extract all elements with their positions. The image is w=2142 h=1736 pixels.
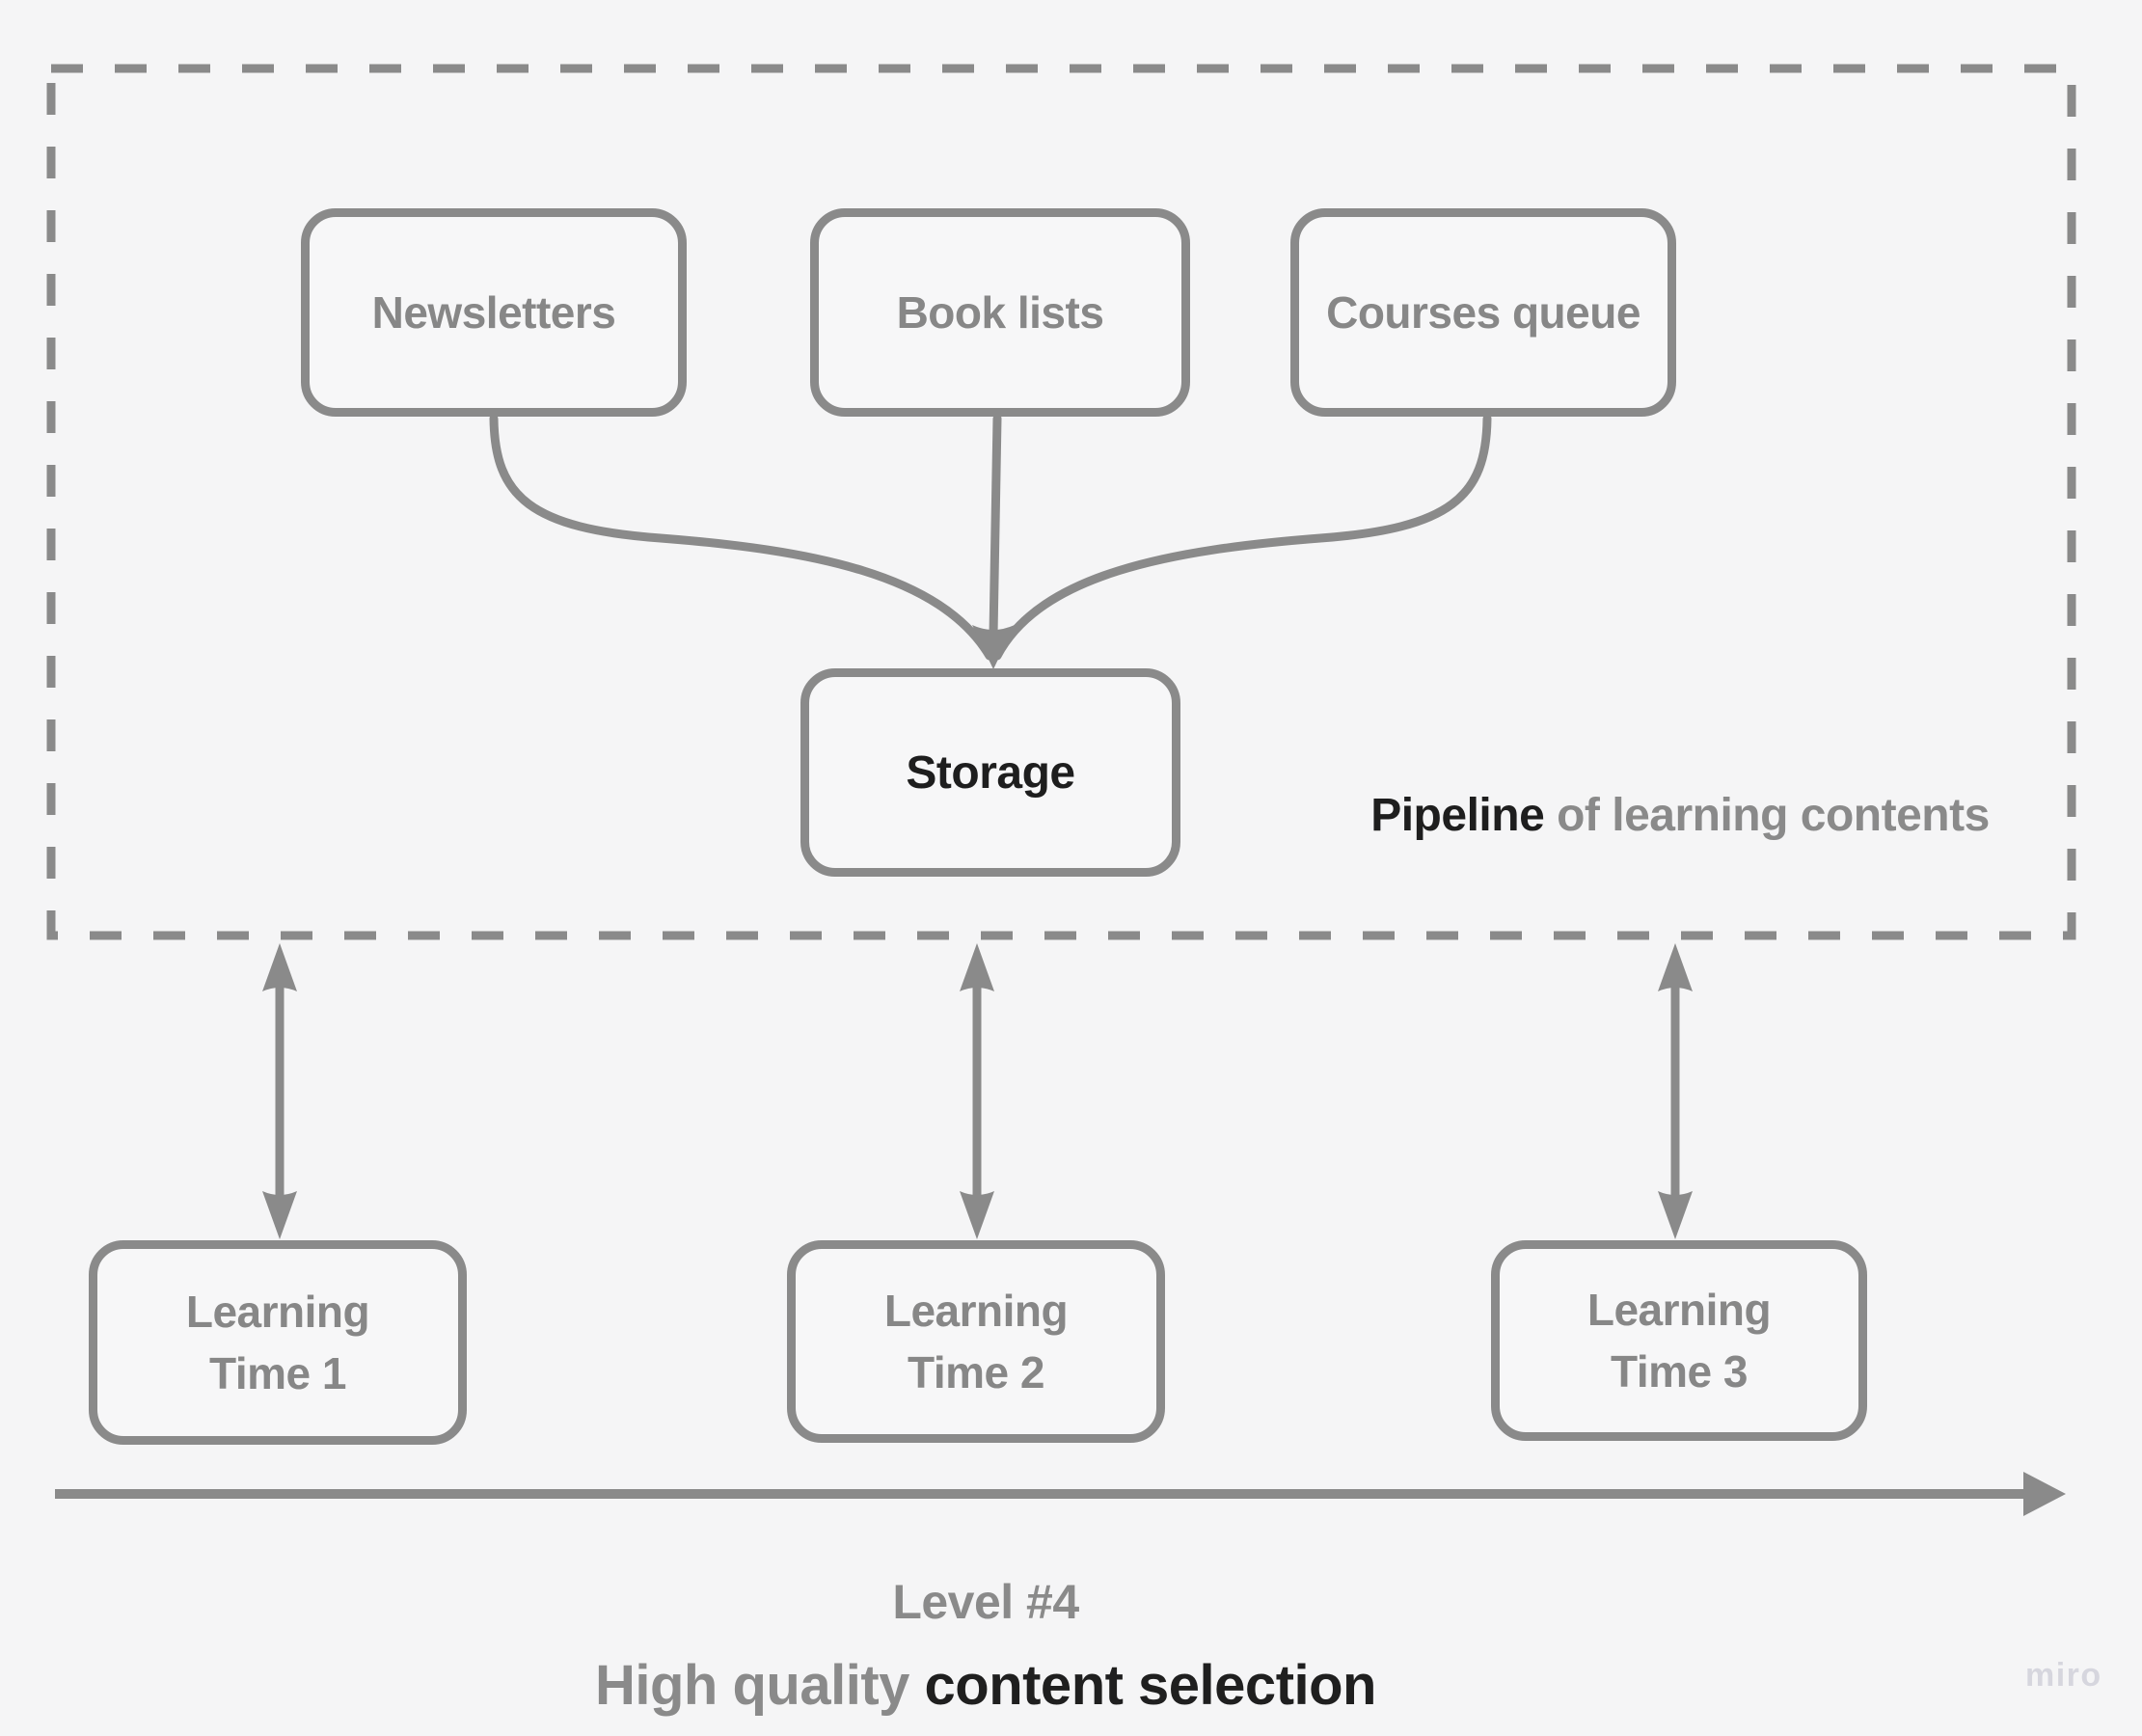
node-learning-time-2[interactable]: Learning Time 2	[787, 1240, 1165, 1443]
node-learning-time-1-label: Learning Time 1	[185, 1286, 370, 1398]
node-courses-queue[interactable]: Courses queue	[1290, 208, 1676, 417]
level-caption: Level #4 High quality content selection	[0, 1574, 1971, 1718]
node-learning-time-3-label: Learning Time 3	[1586, 1284, 1772, 1397]
pipeline-area-label: Pipeline of learning contents	[1362, 789, 1998, 842]
double-arrow-learning-time-2	[960, 943, 994, 1239]
double-arrow-learning-time-3	[1658, 943, 1693, 1239]
connector-newsletters-to-storage	[489, 414, 994, 661]
timeline-arrow	[55, 1472, 2066, 1516]
level-caption-gray-part: High quality	[595, 1654, 909, 1717]
node-storage[interactable]: Storage	[800, 668, 1180, 877]
node-book-lists[interactable]: Book lists	[810, 208, 1190, 417]
connector-coursesqueue-to-storage	[992, 414, 1492, 661]
level-caption-line2: High quality content selection	[0, 1653, 1971, 1718]
miro-watermark: miro	[2025, 1657, 2102, 1694]
node-learning-time-1[interactable]: Learning Time 1	[89, 1240, 467, 1445]
node-newsletters-label: Newsletters	[371, 287, 616, 338]
connector-booklists-to-storage	[989, 414, 1002, 639]
pipeline-dashed-border	[46, 64, 2076, 940]
node-learning-time-3[interactable]: Learning Time 3	[1491, 1240, 1867, 1441]
level-caption-line1: Level #4	[892, 1575, 1079, 1629]
pipeline-label-bold: Pipeline	[1370, 790, 1545, 841]
level-caption-dark-part: content selection	[908, 1654, 1377, 1717]
node-book-lists-label: Book lists	[896, 287, 1104, 338]
node-courses-queue-label: Courses queue	[1326, 287, 1640, 338]
double-arrow-learning-time-1	[262, 943, 297, 1239]
node-storage-label: Storage	[906, 746, 1075, 799]
node-learning-time-2-label: Learning Time 2	[883, 1285, 1069, 1397]
pipeline-label-rest: of learning contents	[1544, 790, 1990, 841]
storage-arrowhead-icon	[972, 625, 1015, 669]
node-newsletters[interactable]: Newsletters	[301, 208, 687, 417]
